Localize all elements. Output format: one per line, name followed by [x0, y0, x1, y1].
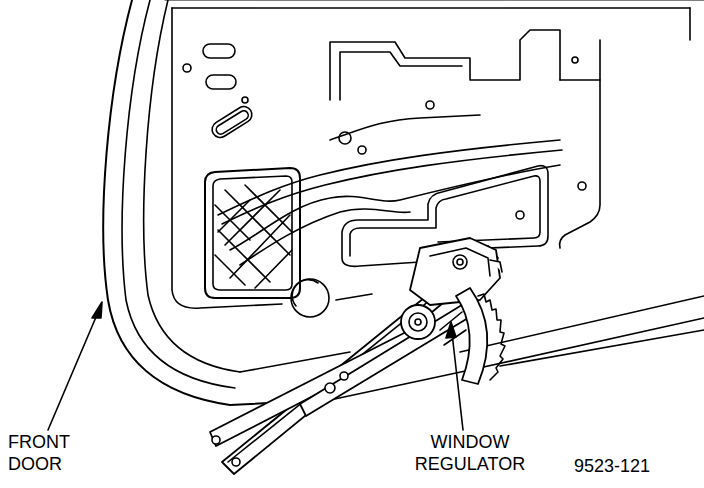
part-label: FRONT DOOR: [8, 432, 88, 476]
inner-panel: [165, 0, 704, 317]
leader-line: [48, 302, 463, 430]
figure-number: 9523-121: [574, 456, 684, 478]
part-label: WINDOW REGULATOR: [402, 432, 538, 476]
